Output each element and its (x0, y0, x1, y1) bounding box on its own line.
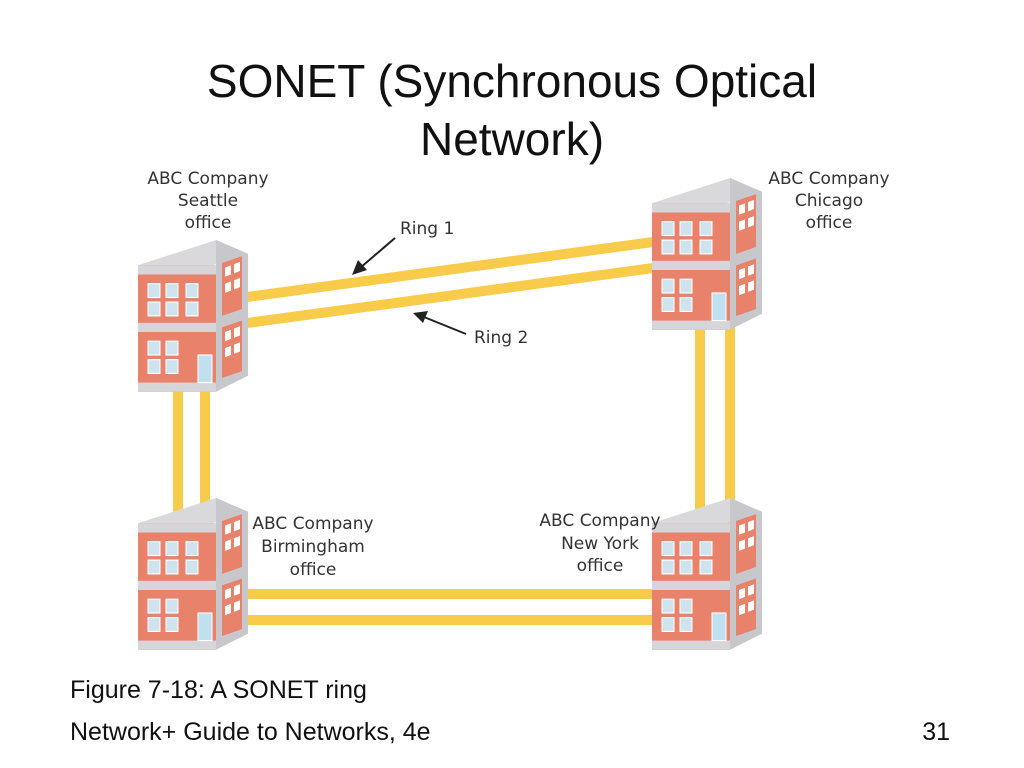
seattle-label: ABC Company Seattle office (147, 169, 268, 233)
svg-text:Seattle: Seattle (178, 191, 238, 211)
figure-caption: Figure 7-18: A SONET ring (70, 676, 367, 704)
footer-book-title: Network+ Guide to Networks, 4e (70, 718, 431, 746)
title-line-1: SONET (Synchronous Optical (206, 55, 818, 107)
ring-1-label: Ring 1 (400, 219, 454, 239)
svg-text:ABC Company: ABC Company (252, 514, 373, 534)
ring-1-arrow (352, 237, 396, 275)
svg-text:ABC Company: ABC Company (768, 169, 889, 189)
newyork-label: ABC Company New York office (539, 511, 660, 576)
ring-2-arrow (413, 311, 467, 335)
ring-2-label: Ring 2 (474, 328, 528, 348)
seattle-building-icon (137, 239, 249, 393)
svg-text:office: office (806, 213, 853, 233)
svg-text:office: office (290, 560, 337, 580)
svg-text:office: office (185, 213, 232, 233)
chicago-label: ABC Company Chicago office (768, 169, 889, 233)
svg-text:ABC Company: ABC Company (539, 511, 660, 531)
svg-text:New York: New York (561, 534, 639, 554)
ring-1 (173, 235, 705, 599)
svg-text:office: office (577, 556, 624, 576)
svg-text:Chicago: Chicago (795, 191, 863, 211)
svg-text:ABC Company: ABC Company (147, 169, 268, 189)
slide-title: SONET (Synchronous Optical Network) (0, 52, 1024, 168)
ring-2 (200, 261, 735, 625)
birmingham-building-icon (137, 497, 249, 651)
chicago-building-icon (651, 177, 763, 331)
birmingham-label: ABC Company Birmingham office (252, 514, 373, 580)
newyork-building-icon (651, 497, 763, 651)
page-number: 31 (922, 718, 950, 746)
title-line-2: Network) (419, 113, 605, 165)
svg-text:Birmingham: Birmingham (261, 537, 365, 557)
